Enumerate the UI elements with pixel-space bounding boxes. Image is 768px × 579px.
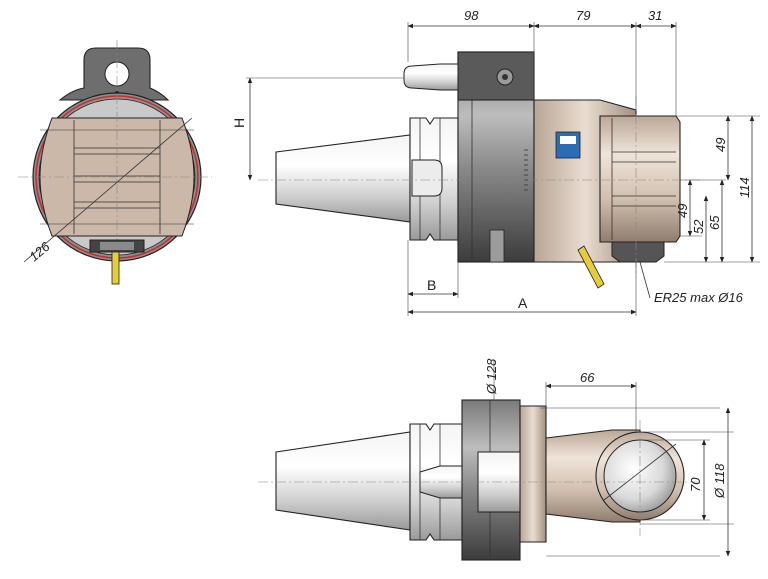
taper-shank [275,134,411,223]
dim-52: 52 [691,219,706,234]
spindle-nose [611,241,665,263]
dim-radius-126: 126 [26,238,53,264]
dim-b: B [427,277,436,293]
dim-49-lower: 49 [675,204,690,218]
taper-shank-bottom [275,431,411,531]
dim-98: 98 [464,8,479,23]
side-view: 98 79 31 H 49 114 49 52 65 B [231,8,760,316]
dim-79: 79 [576,8,590,23]
neck-bottom [519,405,547,543]
collet-callout: ER25 max Ø16 [654,290,744,305]
dim-h: H [231,118,247,128]
dim-70: 70 [688,477,703,492]
coolant-pipe [111,251,120,285]
dim-a: A [518,295,528,311]
dim-114: 114 [737,177,752,198]
coolant-pipe-side [577,245,605,289]
dim-49-upper: 49 [713,138,728,152]
dim-66: 66 [580,370,595,385]
dim-dia118: Ø 118 [712,463,727,499]
dim-dia128: Ø 128 [484,358,499,395]
stop-pin [403,63,459,91]
dim-31: 31 [648,8,662,23]
dim-65: 65 [707,215,722,230]
top-view: 66 Ø 128 70 Ø 118 [258,358,734,561]
end-view: 126 [18,40,212,285]
logo-badge [555,131,581,159]
